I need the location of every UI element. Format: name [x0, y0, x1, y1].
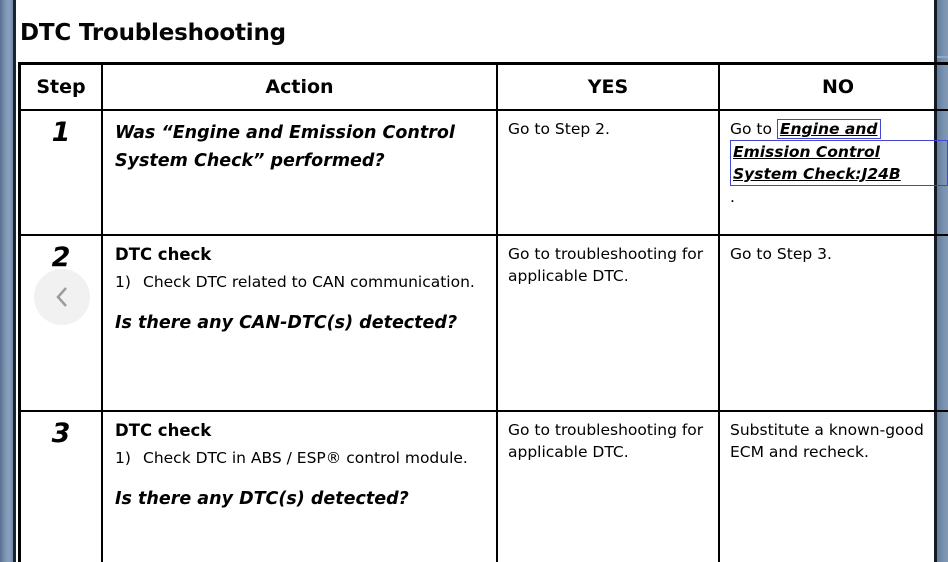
action-question: Is there any DTC(s) detected?	[115, 488, 409, 509]
chevron-left-icon	[56, 287, 67, 307]
step-number: 3	[18, 410, 103, 562]
list-marker: 1)	[115, 449, 131, 468]
header-yes: YES	[496, 62, 720, 111]
no-cell: Go to Engine and Emission Control System…	[718, 109, 948, 236]
action-title: DTC check	[115, 421, 212, 440]
list-item-text: Check DTC related to CAN communication.	[143, 273, 475, 292]
step-number: 1	[18, 109, 103, 236]
action-cell: Was “Engine and Emission Control System …	[101, 109, 498, 236]
header-no: NO	[718, 62, 948, 111]
list-marker: 1)	[115, 273, 131, 292]
no-text-prefix: Go to	[730, 120, 777, 138]
document-content: DTC Troubleshooting Step Action YES NO 1…	[16, 0, 948, 562]
scrollbar-highlight	[937, 56, 948, 58]
table-header-row: Step Action YES NO	[18, 62, 948, 111]
no-cell: Go to Step 3.	[718, 234, 948, 412]
table-row: 2 DTC check 1) Check DTC related to CAN …	[18, 234, 948, 412]
yes-cell: Go to Step 2.	[496, 109, 720, 236]
action-title: DTC check	[115, 245, 212, 264]
header-action: Action	[101, 62, 498, 111]
back-button[interactable]	[34, 269, 90, 325]
engine-emission-check-link-part2[interactable]: Emission Control System Check:J24B	[730, 140, 948, 186]
no-text-suffix: .	[730, 188, 735, 206]
no-cell: Substitute a known-good ECM and recheck.	[718, 410, 948, 562]
header-step: Step	[18, 62, 103, 111]
action-cell: DTC check 1) Check DTC related to CAN co…	[101, 234, 498, 412]
troubleshooting-table: Step Action YES NO 1 Was “Engine and Emi…	[18, 62, 948, 562]
action-list-item: 1) Check DTC in ABS / ESP® control modul…	[115, 447, 486, 469]
action-list-item: 1) Check DTC related to CAN communicatio…	[115, 271, 486, 293]
table-row: 1 Was “Engine and Emission Control Syste…	[18, 109, 948, 236]
page-title: DTC Troubleshooting	[20, 20, 286, 46]
action-cell: DTC check 1) Check DTC in ABS / ESP® con…	[101, 410, 498, 562]
yes-cell: Go to troubleshooting for applicable DTC…	[496, 410, 720, 562]
action-question: Was “Engine and Emission Control System …	[115, 123, 455, 172]
action-question: Is there any CAN-DTC(s) detected?	[115, 312, 458, 333]
table-row: 3 DTC check 1) Check DTC in ABS / ESP® c…	[18, 410, 948, 562]
engine-emission-check-link-part1[interactable]: Engine and	[776, 119, 881, 139]
yes-cell: Go to troubleshooting for applicable DTC…	[496, 234, 720, 412]
list-item-text: Check DTC in ABS / ESP® control module.	[143, 449, 468, 468]
left-page-edge	[0, 0, 16, 562]
